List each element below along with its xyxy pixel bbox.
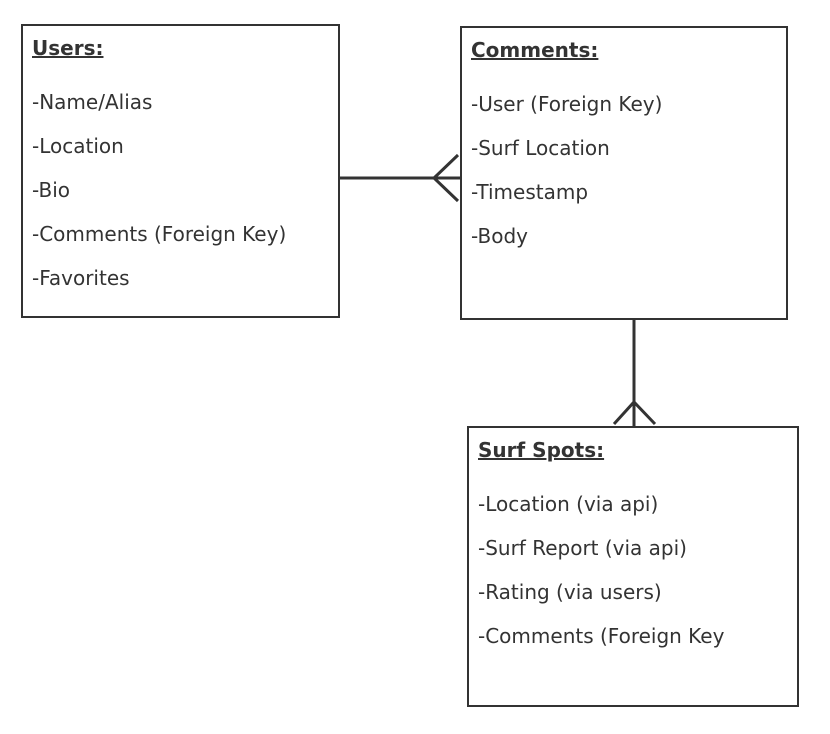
surf-spots-field-list: -Location (via api) -Surf Report (via ap… (478, 482, 724, 658)
comments-surfspots-connector (612, 320, 657, 426)
surf-spots-entity-title: Surf Spots: (478, 438, 605, 462)
comments-entity-title: Comments: (471, 38, 599, 62)
comments-field-user: -User (Foreign Key) (471, 92, 663, 116)
surf-spots-field-location: -Location (via api) (478, 492, 659, 516)
users-entity-title: Users: (32, 36, 104, 60)
users-field-location: -Location (32, 134, 124, 158)
comments-field-timestamp: -Timestamp (471, 180, 589, 204)
users-field-favorites: -Favorites (32, 266, 130, 290)
users-field-list: -Name/Alias -Location -Bio -Comments (Fo… (32, 80, 286, 300)
surf-spots-field-rating: -Rating (via users) (478, 580, 662, 604)
users-field-comments: -Comments (Foreign Key) (32, 222, 287, 246)
comments-entity-box[interactable]: Comments: -User (Foreign Key) -Surf Loca… (460, 26, 788, 320)
users-field-bio: -Bio (32, 178, 71, 202)
users-field-name-alias: -Name/Alias (32, 90, 153, 114)
users-entity-box[interactable]: Users: -Name/Alias -Location -Bio -Comme… (21, 24, 340, 318)
surf-spots-field-surf-report: -Surf Report (via api) (478, 536, 687, 560)
comments-surfspots-crowfoot (612, 399, 657, 426)
comments-field-list: -User (Foreign Key) -Surf Location -Time… (471, 82, 662, 258)
users-comments-crowfoot (431, 153, 460, 203)
users-comments-connector (340, 153, 460, 203)
surf-spots-field-comments: -Comments (Foreign Key (478, 624, 725, 648)
comments-field-surf-location: -Surf Location (471, 136, 610, 160)
comments-field-body: -Body (471, 224, 528, 248)
surf-spots-entity-box[interactable]: Surf Spots: -Location (via api) -Surf Re… (467, 426, 799, 707)
